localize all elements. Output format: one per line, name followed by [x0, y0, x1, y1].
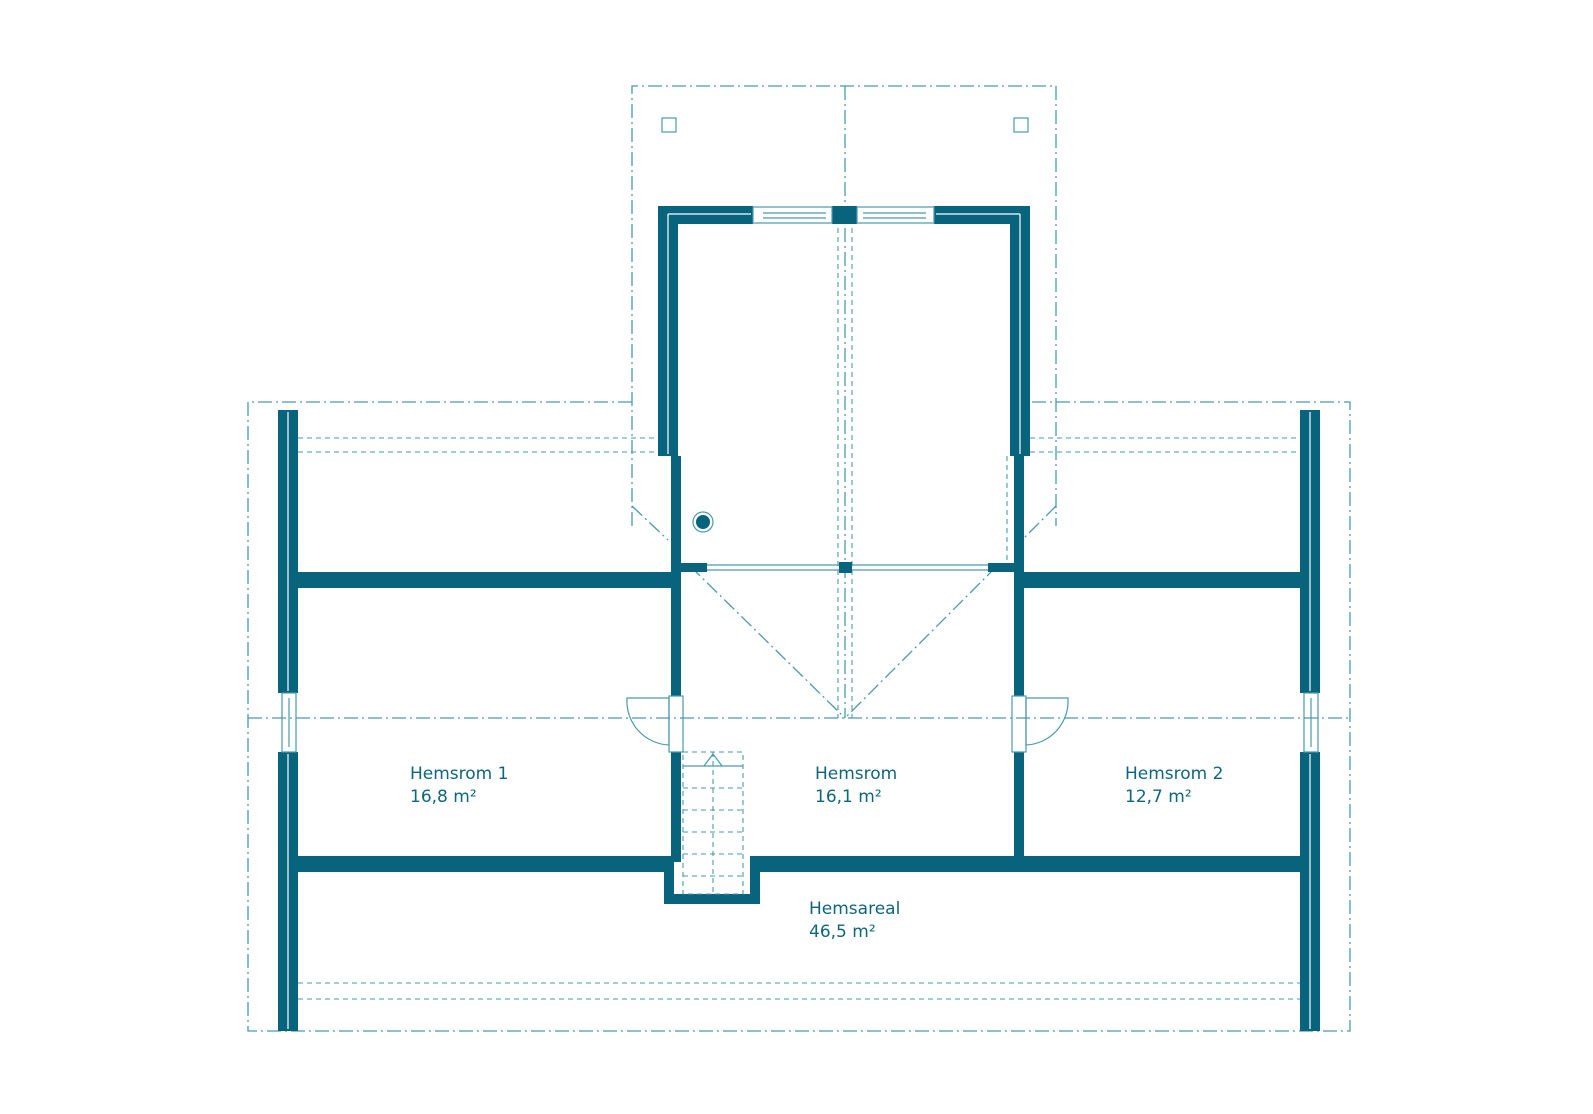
stairs [682, 751, 744, 895]
opening-lines [707, 564, 988, 571]
room-label-hemsareal: Hemsareal 46,5 m² [809, 898, 900, 944]
roof-outline [247, 85, 1351, 1032]
exterior-walls [278, 206, 1320, 1031]
room-area: 16,8 m² [410, 787, 477, 807]
room-name: Hemsrom 2 [1125, 764, 1224, 784]
room-name: Hemsareal [809, 899, 901, 919]
room-area: 46,5 m² [809, 922, 876, 942]
dormer-windows [752, 206, 935, 224]
room-name: Hemsrom 1 [410, 764, 509, 784]
door-left [626, 695, 684, 753]
valley-lines [631, 505, 1057, 719]
room-area: 16,1 m² [815, 787, 882, 807]
chimney-square-right [1013, 117, 1029, 133]
room-label-hemsrom-2: Hemsrom 2 12,7 m² [1125, 763, 1223, 809]
gable-windows [281, 692, 1319, 753]
eave-lines [298, 437, 1300, 1000]
room-label-hemsrom: Hemsrom 16,1 m² [815, 763, 897, 809]
chimney-square-left [661, 117, 677, 133]
room-name: Hemsrom [815, 764, 898, 784]
ridge-lines [837, 228, 853, 718]
pipe-circle-icon [692, 511, 714, 533]
door-right [1011, 695, 1069, 753]
room-area: 12,7 m² [1125, 787, 1192, 807]
interior-walls [298, 456, 1300, 904]
room-label-hemsrom-1: Hemsrom 1 16,8 m² [410, 763, 508, 809]
